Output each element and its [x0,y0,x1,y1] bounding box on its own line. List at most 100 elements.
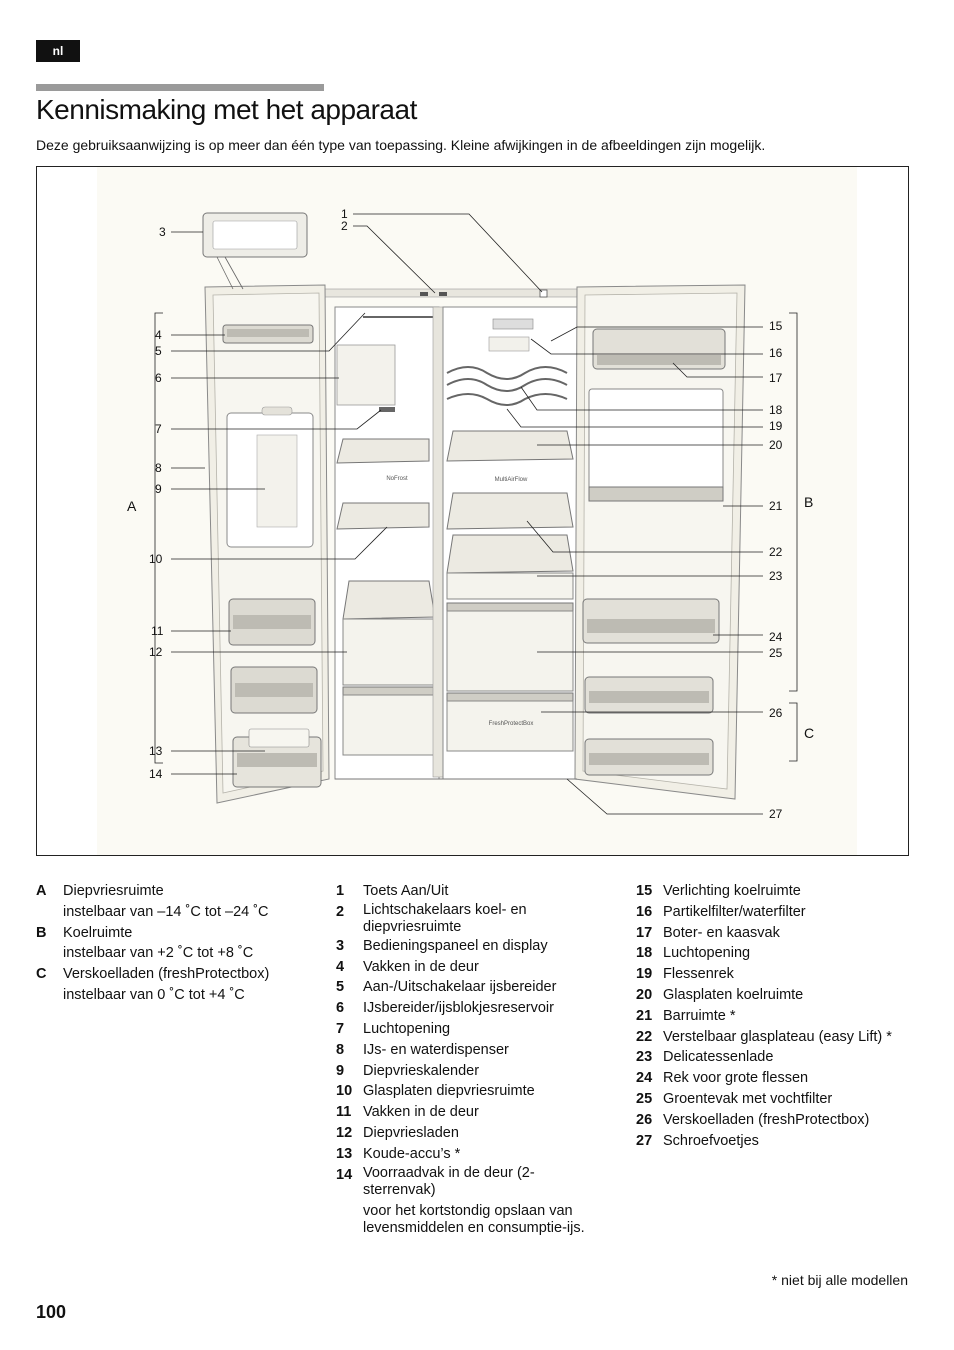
freshprotectbox-label: FreshProtectBox [489,721,534,727]
fridge-light [492,318,534,330]
freezer-door-bin-3-front [235,683,313,697]
bottle-rack-top [446,366,568,380]
fridge-shelf-easylift [446,492,574,530]
callout-26: 26 [769,706,783,720]
bar-compartment-door [588,388,724,500]
freezer-door-bin-4-front [237,753,317,767]
leader-lines [154,213,798,815]
vegetable-drawer-handle [446,602,574,612]
legend-item: 7 Luchtopening [336,1019,626,1040]
legend-text: Vakken in de deur [363,958,479,975]
dispenser-lever [261,406,293,416]
callout-22: 22 [769,545,783,559]
legend-text: Luchtopening [363,1020,451,1037]
zone-label: Koelruimte [63,924,133,941]
legend-number: 12 [336,1124,353,1141]
bottle-rack-bottom [446,393,568,406]
multiairflow-label: MultiAirFlow [495,477,528,483]
fridge-illustration: NoFrost MultiAirFlow FreshProtectBox [97,167,857,855]
zone-key: C [36,966,47,983]
legend-text: Rek voor grote flessen [663,1070,809,1087]
switch-2 [439,292,447,296]
legend-number: 8 [336,1041,345,1058]
legend-item: 2 Lichtschakelaars koel- en diepvriesruim… [336,902,626,936]
callout-6: 6 [155,371,162,385]
zone-item: B Koelruimte [36,923,326,944]
legend-number: 14 [336,1166,353,1183]
legend-text: Lichtschakelaars koel- en diepvriesruimt… [363,901,527,935]
zone-label: Verskoelladen (freshProtectbox) [63,966,270,983]
legend-text: Voorraadvak in de deur (2-sterrenvak) [363,1164,535,1198]
legend-number: 1 [336,883,345,899]
callout-10: 10 [149,552,163,566]
callout-9: 9 [155,482,162,496]
legend-item: 14 Voorraadvak in de deur (2-sterrenvak) [336,1165,626,1199]
legend-text: Bedieningspaneel en display [363,937,548,954]
legend-number: 25 [636,1090,653,1107]
legend-text: IJsbereider/ijsblokjesreservoir [363,1000,554,1017]
legend-text: Aan-/Uitschakelaar ijsbereider [363,979,557,996]
legend-text: Koude-accu’s * [363,1145,461,1162]
leader-27 [566,778,763,815]
callout-21: 21 [769,499,783,513]
ice-maker [336,344,396,406]
legend-number: 11 [336,1104,352,1121]
legend-text: Glasplaten diepvriesruimte [363,1083,535,1100]
region-label-B: B [804,494,813,510]
fridge-door-bin-bottom-front [589,753,709,765]
freezer-drawer-2 [342,694,436,756]
bracket-C [789,702,798,762]
legend-number: 4 [336,958,345,975]
legend-text: Schroefvoetjes [663,1132,759,1149]
leader-5 [171,312,366,352]
delicatessen-drawer-front [446,572,574,600]
callout-17: 17 [769,371,783,385]
zone-item: A Diepvriesruimte [36,881,326,902]
zone-legend: A Diepvriesruimte instelbaar van –14 ˚C … [36,881,326,1006]
legend-number: 9 [336,1062,345,1079]
freezer-shelf-1 [336,438,430,464]
callout-23: 23 [769,569,783,583]
vegetable-drawer [446,610,574,692]
legend-text: Diepvriesladen [363,1124,459,1141]
zone-key: B [36,924,47,941]
legend-text: Partikelfilter/waterfilter [663,903,806,920]
legend-text: Verstelbaar glasplateau (easy Lift) * [663,1028,892,1045]
legend-number: 22 [636,1028,653,1045]
callout-27: 27 [769,807,783,821]
callout-1: 1 [341,207,348,221]
legend-text: Groentevak met vochtfilter [663,1090,833,1107]
callout-16: 16 [769,346,783,360]
fridge-shelf-1 [446,430,574,462]
zone-key: A [36,883,47,899]
bracket-B [789,312,798,692]
zone-label: Diepvriesruimte [63,883,164,899]
intro-text: Deze gebruiksaanwijzing is op meer dan é… [36,137,766,153]
legend-text: Verskoelladen (freshProtectbox) [663,1111,870,1128]
callout-15: 15 [769,319,783,333]
callout-20: 20 [769,438,783,452]
callout-numbers: 1 2 3 4 5 6 7 8 9 10 11 12 13 14 15 16 1… [127,207,814,821]
freezer-drawer-1-top [342,580,436,620]
legend-number: 7 [336,1020,345,1037]
leader-19 [506,408,763,428]
callout-8: 8 [155,461,162,475]
region-label-C: C [804,725,814,741]
leader-16 [530,338,763,355]
legend-number: 2 [336,903,345,920]
legend-text: Verlichting koelruimte [663,883,801,899]
callout-11: 11 [151,624,164,638]
zone-detail: instelbaar van –14 ˚C tot –24 ˚C [63,903,269,920]
switch-1 [420,292,428,296]
